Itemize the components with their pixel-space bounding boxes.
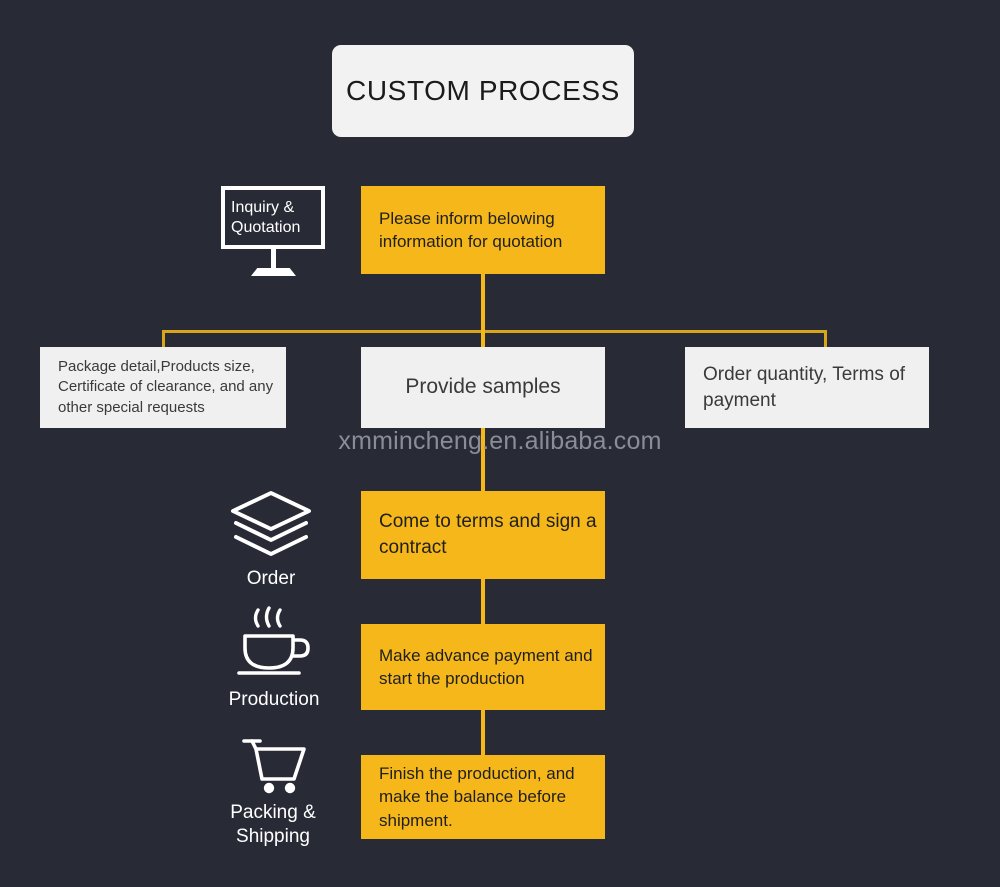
coffee-cup-icon — [237, 606, 310, 675]
stage-order: Order — [196, 489, 346, 591]
stage-packing-shipping-label: Packing & Shipping — [230, 802, 316, 847]
node-advance-payment-label: Make advance payment and start the produ… — [379, 645, 593, 688]
stage-order-label: Order — [246, 568, 296, 589]
monitor-icon: Inquiry & Quotation — [221, 186, 325, 278]
node-requirements-label: Package detail,Products size, Certificat… — [58, 357, 274, 416]
node-finish-label: Finish the production, and make the bala… — [379, 764, 575, 830]
node-samples: Provide samples — [361, 347, 605, 428]
connector-payment-to-finish — [481, 710, 485, 755]
monitor-screen: Inquiry & Quotation — [221, 186, 325, 249]
node-advance-payment: Make advance payment and start the produ… — [361, 624, 605, 710]
monitor-line-2: Quotation — [231, 218, 301, 236]
node-finish: Finish the production, and make the bala… — [361, 755, 605, 839]
node-contract: Come to terms and sign a contract — [361, 491, 605, 579]
connector-branch-left — [162, 330, 165, 347]
node-requirements: Package detail,Products size, Certificat… — [40, 347, 286, 428]
connector-samples-to-contract — [481, 428, 485, 491]
connector-branch-center — [481, 330, 485, 347]
watermark: xmmincheng.en.alibaba.com — [338, 427, 662, 455]
stage-production: Production — [199, 606, 349, 712]
layers-icon — [231, 491, 311, 556]
monitor-stand — [271, 249, 276, 268]
node-order-terms: Order quantity, Terms of payment — [685, 347, 929, 428]
monitor-base — [251, 268, 296, 276]
diagram-title: CUSTOM PROCESS — [332, 45, 634, 137]
connector-contract-to-payment — [481, 579, 485, 624]
node-contract-label: Come to terms and sign a contract — [379, 511, 597, 558]
monitor-line-1: Inquiry & — [231, 198, 295, 216]
node-quotation: Please inform belowing information for q… — [361, 186, 605, 274]
stage-packing-shipping: Packing & Shipping — [198, 735, 348, 849]
connector-branch-bar — [162, 330, 827, 333]
node-order-terms-label: Order quantity, Terms of payment — [703, 363, 906, 411]
connector-quotation-to-branch — [481, 274, 485, 332]
connector-branch-right — [824, 330, 827, 347]
page-title: CUSTOM PROCESS — [346, 75, 620, 106]
shopping-cart-icon — [242, 739, 306, 794]
stage-production-label: Production — [228, 689, 320, 710]
node-samples-label: Provide samples — [405, 375, 561, 399]
node-quotation-label: Please inform belowing information for q… — [379, 208, 563, 251]
